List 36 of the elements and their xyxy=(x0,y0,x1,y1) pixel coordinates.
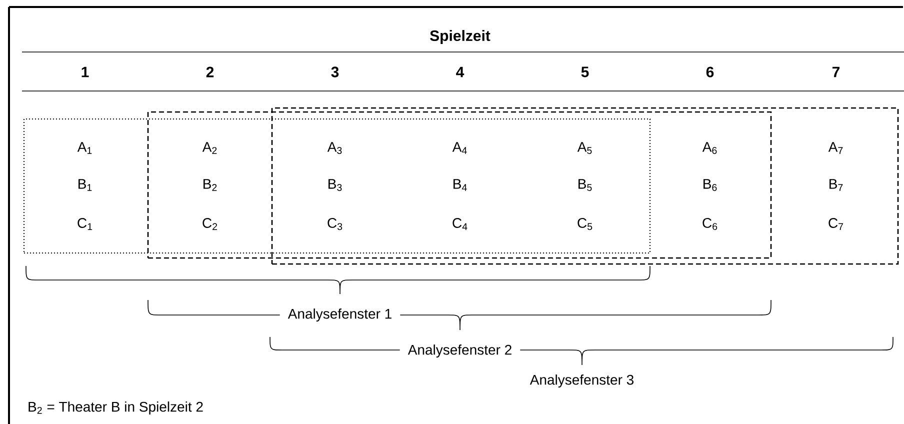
window-box xyxy=(24,118,650,254)
table-cell: A$_{6}$ xyxy=(702,142,717,154)
table-cell: B$_{2}$ xyxy=(204,179,217,191)
table-cell: B$_{3}$ xyxy=(328,179,342,191)
table-cell: C$_{2}$ xyxy=(202,218,218,230)
column-header: 7 xyxy=(832,66,840,78)
table-cell: C$_{3}$ xyxy=(328,218,342,230)
column-header: 1 xyxy=(82,66,89,78)
table-cell: C$_{5}$ xyxy=(578,218,592,230)
column-header: 6 xyxy=(706,66,714,78)
table-cell: B$_{4}$ xyxy=(454,179,467,191)
brace-label: Analysefenster 2 xyxy=(400,342,520,360)
table-cell: A$_{7}$ xyxy=(828,142,843,154)
window-box xyxy=(271,107,899,265)
table-cell: B$_{7}$ xyxy=(830,179,843,191)
table-cell: A$_{3}$ xyxy=(327,142,342,154)
window-box xyxy=(147,111,772,259)
column-header: 2 xyxy=(206,66,214,78)
table-cell: C$_{4}$ xyxy=(452,218,468,230)
title: Spielzeit xyxy=(430,30,490,44)
table-cell: C$_{7}$ xyxy=(828,218,844,230)
brace-label: Analysefenster 1 xyxy=(280,306,400,324)
column-header: 3 xyxy=(331,66,339,78)
brace-label: Analysefenster 3 xyxy=(522,372,642,390)
table-cell: B$_{1}$ xyxy=(78,179,92,191)
column-header: 4 xyxy=(456,66,464,78)
table-cell: C$_{1}$ xyxy=(78,218,92,230)
table-cell: A$_{4}$ xyxy=(452,142,467,154)
table-cell: A$_{5}$ xyxy=(577,142,592,154)
table-cell: B$_{5}$ xyxy=(578,179,592,191)
note: B$_{2}$ = Theater B in Spielzeit 2 xyxy=(28,401,203,415)
table-cell: A$_{2}$ xyxy=(202,142,217,154)
table-cell: B$_{6}$ xyxy=(704,179,717,191)
table-cell: A$_{1}$ xyxy=(77,142,92,154)
table-cell: C$_{6}$ xyxy=(702,218,718,230)
column-header: 5 xyxy=(581,66,589,78)
